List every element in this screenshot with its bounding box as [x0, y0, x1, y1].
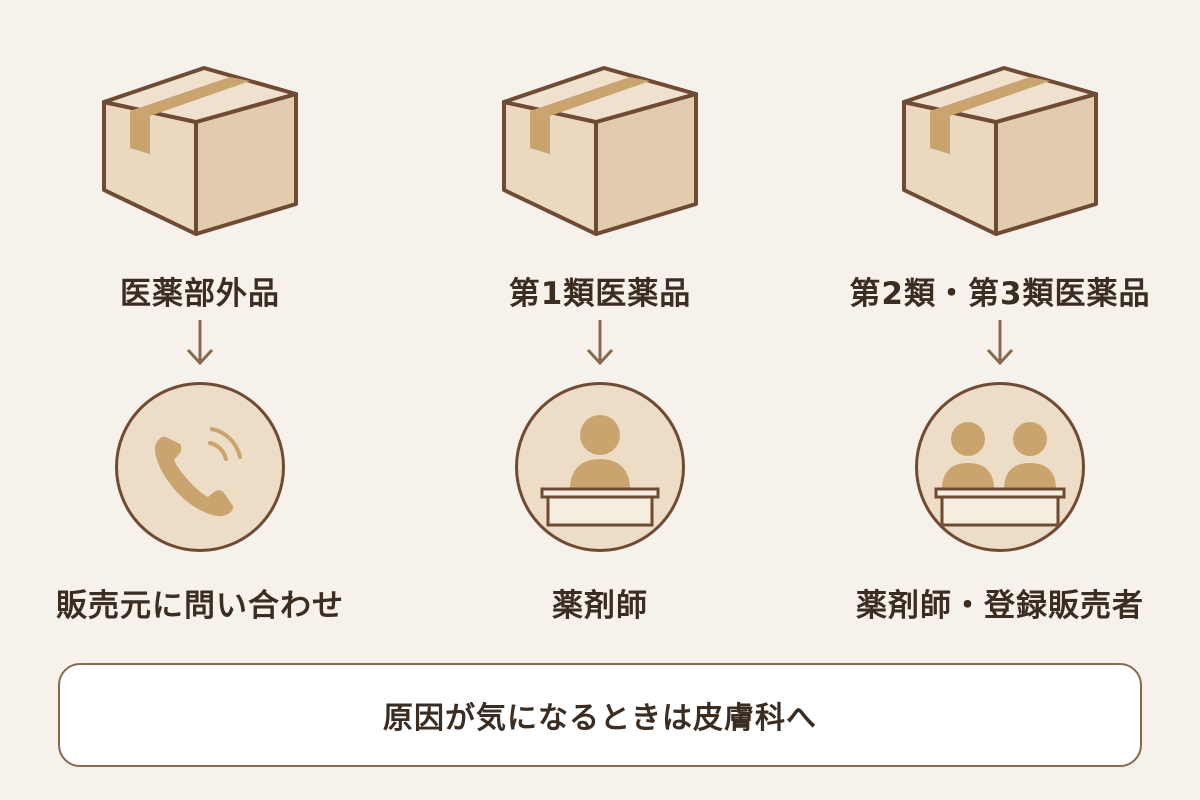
two-staff-icon: [934, 422, 1066, 527]
contact-label: 薬剤師: [552, 588, 648, 624]
column-quasi-drugs: 医薬部外品 販売元に問い合わせ: [50, 0, 350, 640]
arrow-down-icon: [986, 320, 1014, 366]
phone-icon: [154, 427, 242, 517]
arrow-down-icon: [186, 320, 214, 366]
category-label: 第2類・第3類医薬品: [849, 276, 1151, 312]
pharmacist-icon: [540, 415, 660, 527]
dermatology-note: 原因が気になるときは皮膚科へ: [58, 663, 1142, 767]
box-icon: [102, 66, 298, 236]
box-icon: [902, 66, 1098, 236]
contact-circle: [515, 382, 685, 552]
arrow-down-icon: [586, 320, 614, 366]
column-class1-drugs: 第1類医薬品 薬剤師: [450, 0, 750, 640]
box-icon: [502, 66, 698, 236]
column-class2-3-drugs: 第2類・第3類医薬品 薬剤師・登録販売者: [849, 0, 1150, 640]
contact-circle: [915, 382, 1085, 552]
category-label: 医薬部外品: [120, 276, 280, 312]
category-label: 第1類医薬品: [508, 276, 692, 312]
contact-label: 薬剤師・登録販売者: [856, 588, 1144, 624]
contact-circle: [115, 382, 285, 552]
contact-label: 販売元に問い合わせ: [56, 588, 344, 624]
